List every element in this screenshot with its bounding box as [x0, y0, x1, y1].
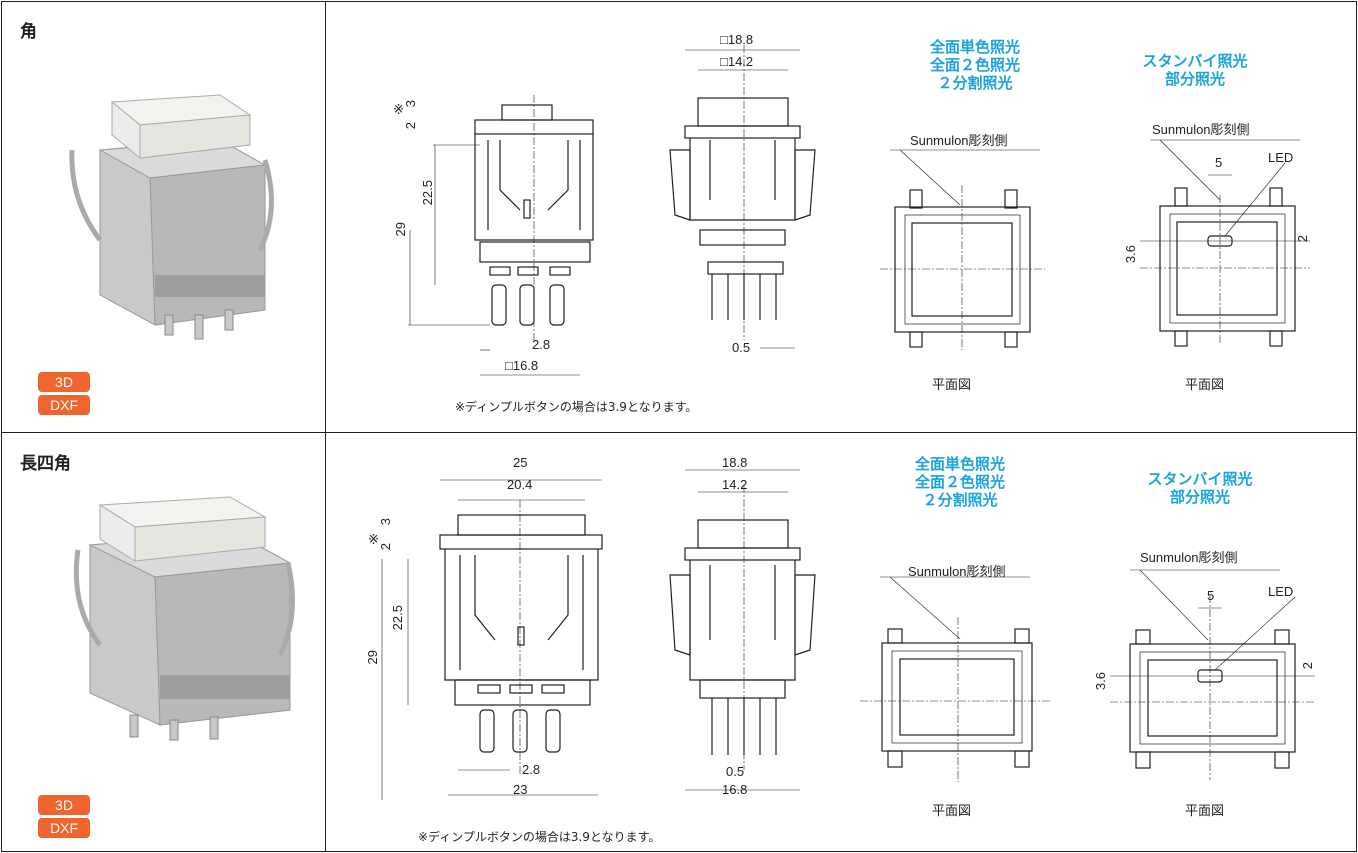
product-photo-rectangle — [73, 496, 295, 741]
dim-25: 25 — [513, 455, 528, 470]
plan-title: スタンバイ照光 部分照光 — [1142, 52, 1248, 88]
front-view-drawing — [381, 479, 603, 800]
dim-0-5: 0.5 — [732, 340, 751, 355]
dim-20-4: 20.4 — [507, 477, 533, 492]
plan-caption: 平面図 — [1185, 378, 1225, 393]
front-view-drawing — [474, 95, 594, 340]
dim-2: 2 — [403, 122, 418, 130]
side-view-drawing — [669, 469, 816, 791]
plan-view-led-drawing — [1140, 139, 1310, 347]
dimple-note: ※ディンプルボタンの場合は3.9となります。 — [455, 400, 698, 414]
3d-button[interactable]: 3D — [38, 372, 90, 392]
dim-2-8: 2.8 — [532, 337, 551, 352]
dimple-note: ※ディンプルボタンの場合は3.9となります。 — [418, 830, 661, 844]
plan-caption: 平面図 — [932, 378, 972, 393]
dim-22-5: 22.5 — [390, 605, 405, 631]
dim-14-2: □14.2 — [720, 54, 754, 69]
dxf-button[interactable]: DXF — [38, 818, 90, 838]
dim-3-6: 3.6 — [1093, 672, 1108, 691]
plan-title: 全面単色照光 全面２色照光 ２分割照光 — [929, 38, 1020, 92]
plan-caption: 平面図 — [932, 804, 972, 819]
dim-3-6: 3.6 — [1123, 245, 1138, 264]
dim-18-8: 18.8 — [722, 455, 748, 470]
dim-5: 5 — [1207, 588, 1215, 603]
dim-5: 5 — [1215, 155, 1223, 170]
sunmulon-label: Sunmulon彫刻側 — [1140, 550, 1238, 565]
dxf-button[interactable]: DXF — [38, 395, 90, 415]
sunmulon-label: Sunmulon彫刻側 — [908, 564, 1006, 579]
dim-18-8: □18.8 — [720, 32, 754, 47]
dim-22-5: 22.5 — [420, 180, 435, 206]
plan-title: スタンバイ照光 部分照光 — [1147, 470, 1253, 506]
dim-23: 23 — [513, 782, 528, 797]
side-view-drawing — [669, 45, 816, 349]
row-title: 角 — [20, 22, 37, 42]
plan-view-led-drawing — [1110, 569, 1315, 780]
dim-3: 3 — [403, 100, 418, 108]
dim-29: 29 — [393, 222, 408, 237]
dim-16-8: 16.8 — [722, 782, 748, 797]
dim-2-8: 2.8 — [522, 762, 541, 777]
dim-16-8: □16.8 — [505, 358, 539, 373]
row-title: 長四角 — [20, 454, 71, 474]
front-dimension-lines — [408, 144, 580, 376]
dim-0-5: 0.5 — [726, 764, 745, 779]
column-divider — [325, 1, 326, 852]
dim-29: 29 — [365, 650, 380, 665]
plan-caption: 平面図 — [1185, 804, 1225, 819]
dim-3: 3 — [378, 518, 393, 526]
dim-2: 2 — [378, 543, 393, 551]
plan-title: 全面単色照光 全面２色照光 ２分割照光 — [914, 455, 1005, 509]
led-label: LED — [1268, 584, 1294, 599]
3d-button[interactable]: 3D — [38, 795, 90, 815]
sunmulon-label: Sunmulon彫刻側 — [910, 133, 1008, 148]
sunmulon-label: Sunmulon彫刻側 — [1152, 122, 1250, 137]
plan-view-drawing — [880, 149, 1045, 350]
led-label: LED — [1268, 150, 1294, 165]
plan-view-drawing — [860, 576, 1050, 782]
row-divider — [1, 432, 1357, 433]
product-photo-square — [69, 94, 274, 340]
dim-14-2: 14.2 — [722, 477, 748, 492]
